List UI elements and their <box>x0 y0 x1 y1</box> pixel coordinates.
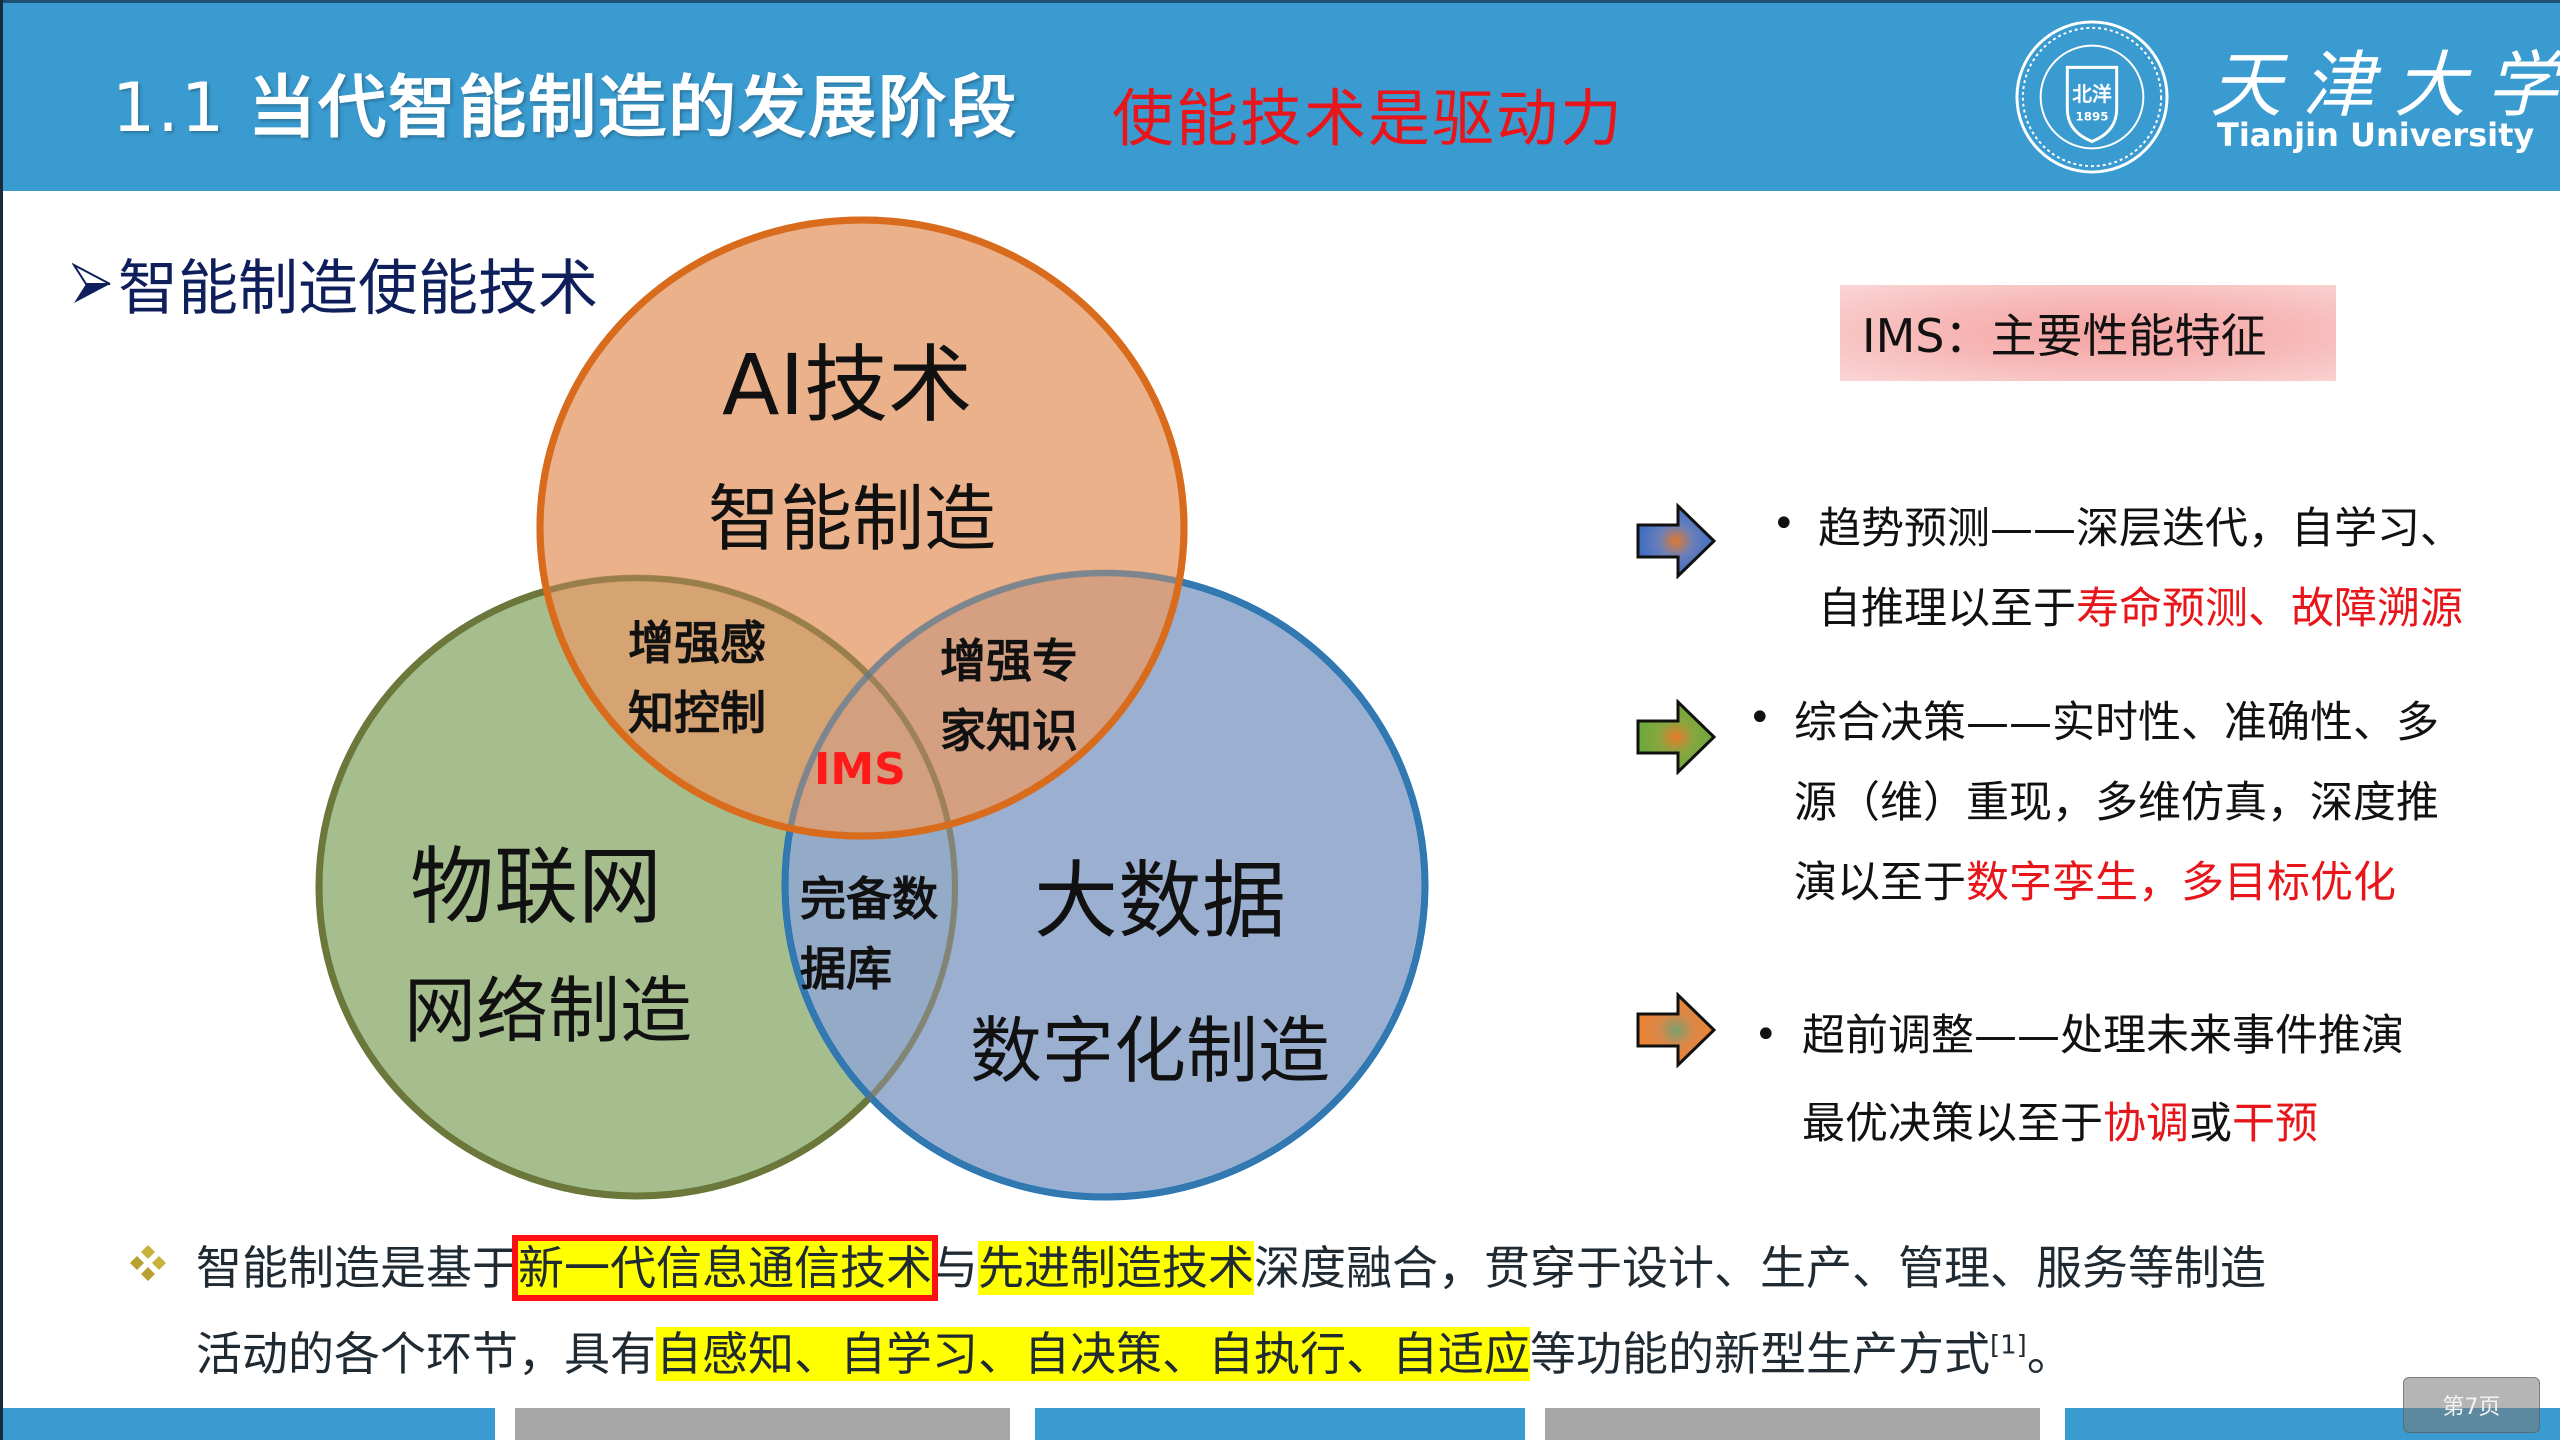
bigdata-circle-title: 大数据 <box>1034 852 1287 950</box>
slide-header: 1.1 当代智能制造的发展阶段 使能技术是驱动力 北洋 1895 天津大学 Tia… <box>0 0 2560 191</box>
bottom-paragraph-line2: 活动的各个环节，具有自感知、自学习、自决策、自执行、自适应等功能的新型生产方式[… <box>196 1327 2073 1381</box>
highlight-advanced-manufacturing: 先进制造技术 <box>978 1241 1254 1295</box>
bullet-dot: • <box>1772 501 1796 547</box>
four-diamond-bullet-icon <box>130 1245 166 1281</box>
frame-left-border <box>0 0 3 1440</box>
bigdata-circle-subtitle: 数字化制造 <box>970 1009 1331 1093</box>
footer-bar-4 <box>1545 1408 2040 1440</box>
bottom-paragraph-line1: 智能制造是基于新一代信息通信技术与先进制造技术深度融合，贯穿于设计、生产、管理、… <box>196 1235 2266 1301</box>
page-number-badge[interactable]: 第7页 <box>2403 1377 2540 1433</box>
tianjin-university-seal-icon: 北洋 1895 <box>2015 20 2169 174</box>
feature-text: 趋势预测——深层迭代，自学习、 自推理以至于寿命预测、故障溯源 <box>1818 504 2463 634</box>
highlight-boxed-new-ict: 新一代信息通信技术 <box>512 1235 938 1301</box>
svg-text:北洋: 北洋 <box>2072 83 2112 106</box>
iot-circle-title: 物联网 <box>410 838 663 936</box>
intersection-ai-iot: 增强感知控制 <box>628 616 766 740</box>
bullet-dot: • <box>1748 695 1772 741</box>
feature-text: 综合决策——实时性、准确性、多 源（维）重现，多维仿真，深度推 演以至于数字孪生… <box>1794 698 2439 908</box>
frame-top-border <box>0 0 2560 3</box>
green-right-arrow-icon <box>1636 699 1717 775</box>
venn-shapes <box>315 216 1429 1201</box>
orange-right-arrow-icon <box>1636 992 1717 1068</box>
title-text: 当代智能制造的发展阶段 <box>248 69 1019 148</box>
intersection-iot-bigdata: 完备数据库 <box>800 872 938 996</box>
intersection-ai-bigdata: 增强专家知识 <box>940 634 1078 758</box>
slide-subtitle: 使能技术是驱动力 <box>1112 82 1625 155</box>
section-number: 1.1 <box>112 69 227 148</box>
iot-circle-subtitle: 网络制造 <box>404 969 693 1053</box>
footer-bar-3 <box>1035 1408 1525 1440</box>
bullet-dot: • <box>1754 1012 1778 1058</box>
slide-title: 1.1 当代智能制造的发展阶段 <box>112 52 1018 151</box>
footer-bar-1 <box>0 1408 495 1440</box>
university-name-en: Tianjin University <box>2217 116 2535 154</box>
feature-text: 超前调整——处理未来事件推演 最优决策以至于协调或干预 <box>1802 1011 2404 1149</box>
ims-panel-title: IMS：主要性能特征 <box>1840 285 2336 381</box>
ai-circle-title: AI技术 <box>722 336 973 434</box>
university-name-cn: 天津大学 <box>2210 43 2560 127</box>
venn-center-ims: IMS <box>814 744 906 795</box>
subheading-text: 智能制造使能技术 <box>118 254 598 324</box>
reference-marker[interactable]: [1] <box>1990 1330 2027 1361</box>
footer-bar-2 <box>515 1408 1010 1440</box>
blue-right-arrow-icon <box>1636 503 1717 579</box>
ai-circle-subtitle: 智能制造 <box>708 477 997 561</box>
venn-diagram: AI技术 智能制造 物联网 网络制造 大数据 数字化制造 增强感知控制 增强专家… <box>315 216 1429 1201</box>
highlight-self-capabilities: 自感知、自学习、自决策、自执行、自适应 <box>656 1327 1530 1381</box>
svg-text:1895: 1895 <box>2076 110 2109 124</box>
arrowhead-bullet-icon <box>72 262 111 303</box>
section-subheading: 智能制造使能技术 <box>72 240 598 327</box>
